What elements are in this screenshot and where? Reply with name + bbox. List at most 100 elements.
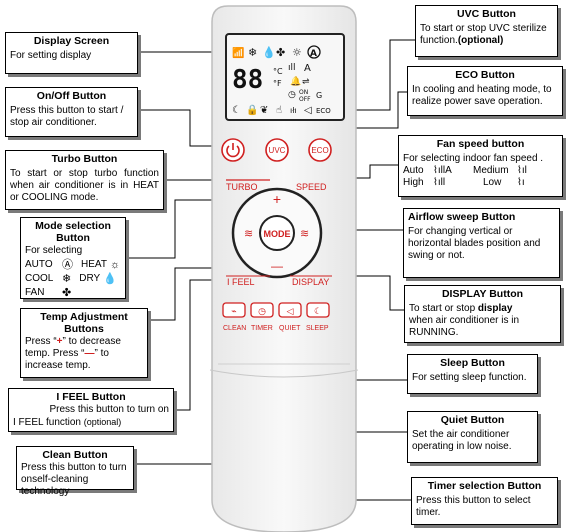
fan-high-label: High: [403, 177, 424, 188]
callout-turbo: Turbo Button To start or stop turbo func…: [5, 150, 164, 210]
sleep-button[interactable]: [306, 302, 330, 318]
plus-button[interactable]: +: [273, 191, 281, 207]
lcd-celsius: °C: [273, 67, 283, 76]
callout-desc: For selecting indoor fan speed .: [403, 153, 544, 164]
callout-desc1b: display: [477, 303, 513, 314]
callout-desc: To start or stop turbo function when air…: [10, 168, 159, 203]
callout-opt: (optional): [83, 417, 122, 427]
callout-title: Timer selection Button: [427, 480, 542, 492]
callout-desc: Set the air conditioner operating in low…: [412, 429, 512, 452]
display-label: DISPLAY: [292, 277, 329, 287]
quiet-button[interactable]: [278, 302, 302, 318]
mode-dry: DRY: [79, 273, 101, 284]
fan-low-label: Low: [483, 177, 502, 188]
drop-icon: 💧: [103, 273, 117, 285]
callout-desc2: when air conditioner is in RUNNING.: [409, 315, 520, 338]
callout-onoff: On/Off Button Press this button to start…: [5, 87, 138, 137]
fan-auto-label: Auto: [403, 165, 424, 176]
callout-desc: Press this button to turn onself-cleanin…: [21, 462, 127, 497]
callout-uvc: UVC Button To start or stop UVC steriliz…: [415, 5, 558, 57]
timer-button[interactable]: [250, 302, 274, 318]
fan-bars-icon: ıll: [288, 63, 296, 73]
clean-button[interactable]: [222, 302, 246, 318]
fan-high-icon: ⌇ıll: [433, 177, 446, 188]
callout-desc1: To start or stop: [409, 303, 478, 314]
lcd-icons: 📶 ❄ 💧 ✤ ☼ A 88 °C °F ıll A 🔔 ⇌ ◷ ON OFF …: [232, 45, 331, 116]
small-buttons[interactable]: ⌁ ◷ ◁ ☾ CLEAN TIMER QUIET SLEEP: [222, 302, 330, 332]
lcd-off: OFF: [299, 96, 311, 103]
mode-auto: AUTO: [25, 259, 53, 270]
callout-desc: For setting sleep function.: [412, 372, 527, 383]
callout-title: Airflow sweep Button: [408, 211, 516, 223]
callout-title: Sleep Button: [440, 357, 505, 369]
turbo-label: TURBO: [226, 182, 258, 192]
swing-left-icon: ≋: [244, 228, 253, 240]
callout-temp: Temp Adjustment Buttons Press “+” to dec…: [20, 308, 148, 378]
lcd-digits: 88: [232, 65, 263, 95]
lcd-fan-a: A: [304, 63, 311, 74]
lcd-screen: [225, 33, 345, 121]
mode-button[interactable]: [259, 215, 295, 251]
quiet-icon: ◁: [287, 306, 294, 316]
line-ifeel: [174, 279, 226, 411]
fan-low-icon: ⌇ı: [517, 177, 525, 188]
callout-desc: In cooling and heating mode, to realize …: [412, 84, 552, 107]
auto-icon: Ⓐ: [62, 259, 73, 271]
callout-mode: Mode selection Button For selecting AUTO…: [20, 217, 126, 299]
lcd-fahrenheit: °F: [273, 79, 282, 88]
callout-title: UVC Button: [457, 8, 516, 20]
fan-icon: ✤: [62, 287, 72, 299]
callout-title: Clean Button: [42, 449, 108, 461]
mode-fan: FAN: [25, 287, 45, 298]
eco-button[interactable]: [308, 138, 332, 162]
callout-sleep: Sleep Button For setting sleep function.: [407, 354, 538, 394]
snowflake-icon: ❄: [62, 273, 72, 285]
clean-icon: ⌁: [231, 306, 236, 316]
wifi-icon: 📶: [232, 46, 244, 59]
callout-display-screen: Display Screen For setting display: [5, 32, 138, 74]
mode-heat: HEAT: [81, 259, 107, 270]
uvc-button-label[interactable]: UVC: [269, 146, 286, 155]
lock-icon: 🔒: [246, 104, 258, 116]
line-onoff: [138, 109, 224, 147]
callout-opt: (optional): [457, 35, 504, 46]
eco-button-label[interactable]: ECO: [311, 146, 328, 155]
callout-desc: Press this button to turn on: [49, 404, 169, 415]
callout-timer: Timer selection Button Press this button…: [411, 477, 558, 525]
svg-text:G: G: [316, 91, 322, 100]
sleep-icon: ☾: [232, 105, 241, 116]
callout-title: Mode selection Button: [35, 220, 111, 244]
quiet-icon: ◁: [304, 105, 312, 116]
sun-icon: ☼: [292, 46, 302, 59]
callout-desc2: I FEEL function: [13, 417, 81, 428]
callout-title: Fan speed button: [436, 138, 525, 150]
callout-title: ECO Button: [455, 69, 515, 81]
callout-desc: For setting display: [10, 50, 92, 61]
dry-icon: 💧: [262, 46, 276, 59]
timer-icon: ◷: [258, 306, 266, 316]
timer-label: TIMER: [251, 325, 273, 332]
callout-fan: Fan speed button For selecting indoor fa…: [398, 135, 563, 197]
line-mode: [126, 199, 238, 259]
line-display: [330, 275, 404, 311]
callout-title: Temp Adjustment Buttons: [40, 311, 128, 335]
clean-label: CLEAN: [223, 325, 246, 332]
lcd-on: ON: [299, 89, 308, 96]
callout-desc: For selecting: [25, 245, 83, 256]
temp-line1b: ” to decrease: [62, 336, 121, 347]
clock-icon: ◷: [288, 90, 296, 100]
sweep-icon: 🔔: [290, 76, 301, 87]
callout-title: I FEEL Button: [56, 391, 126, 403]
fan-medium-icon: ⌇ıl: [517, 165, 527, 176]
callout-desc: Press this button to start / stop air co…: [10, 105, 124, 128]
sun-icon: ☼: [109, 259, 121, 271]
fan-icon: ✤: [276, 46, 285, 59]
auto-icon: [307, 45, 321, 59]
svg-text:A: A: [310, 49, 317, 59]
callout-clean: Clean Button Press this button to turn o…: [16, 446, 134, 497]
uvc-button[interactable]: [265, 138, 289, 162]
minus-button[interactable]: —: [271, 259, 283, 273]
plus-glyph: +: [56, 336, 63, 347]
lcd-eco: ECO: [316, 107, 331, 115]
